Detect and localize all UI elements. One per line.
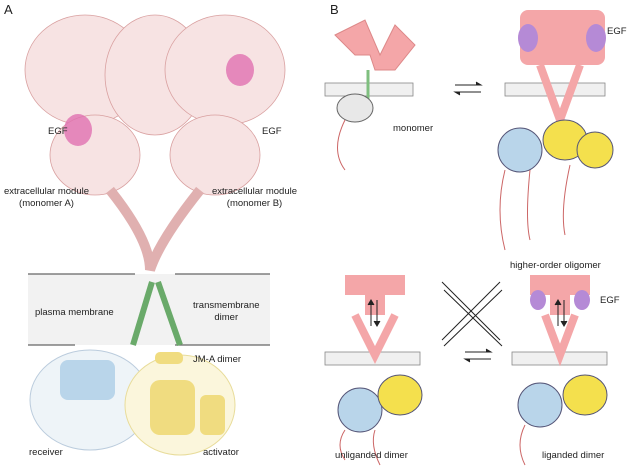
activator-label: activator bbox=[203, 447, 239, 458]
tm-line2: dimer bbox=[214, 312, 239, 323]
transmembrane-helices bbox=[130, 281, 183, 346]
oligomer-label: higher-order oligomer bbox=[510, 260, 601, 271]
egf-label-bottom: EGF bbox=[600, 295, 620, 306]
module-b-line1: extracellular module bbox=[212, 186, 298, 197]
monomer-schematic bbox=[334, 19, 416, 171]
transmembrane-dimer-label: transmembrane dimer bbox=[193, 300, 260, 324]
liganded-dimer-schematic bbox=[517, 275, 608, 466]
egf-label-left: EGF bbox=[48, 126, 68, 137]
extracellular-module-b-label: extracellular module (monomer B) bbox=[212, 186, 297, 210]
jm-a-dimer-label: JM-A dimer bbox=[193, 354, 242, 365]
extracellular-module-a-label: extracellular module (monomer A) bbox=[4, 186, 89, 210]
unliganded-dimer-label: unliganded dimer bbox=[335, 450, 408, 461]
tm-line1: transmembrane bbox=[193, 300, 260, 311]
panel-b-label: B bbox=[330, 2, 339, 17]
extracellular-module-structure bbox=[24, 14, 286, 272]
egf-label-top: EGF bbox=[607, 26, 627, 37]
egf-label-right: EGF bbox=[262, 126, 282, 137]
egf-ligand-right bbox=[226, 54, 254, 86]
egf-ligand-left bbox=[64, 114, 92, 146]
liganded-dimer-label: liganded dimer bbox=[542, 450, 605, 461]
module-a-line2: (monomer A) bbox=[19, 198, 74, 209]
module-a-line1: extracellular module bbox=[4, 186, 90, 197]
plasma-membrane-label: plasma membrane bbox=[35, 307, 114, 318]
module-b-line2: (monomer B) bbox=[226, 198, 283, 209]
oligomer-schematic bbox=[497, 10, 614, 251]
receiver-label: receiver bbox=[29, 447, 63, 458]
monomer-label: monomer bbox=[393, 123, 434, 134]
panel-a-label: A bbox=[4, 2, 13, 17]
equilibrium-arrows bbox=[367, 81, 568, 363]
unliganded-dimer-schematic bbox=[337, 275, 423, 466]
